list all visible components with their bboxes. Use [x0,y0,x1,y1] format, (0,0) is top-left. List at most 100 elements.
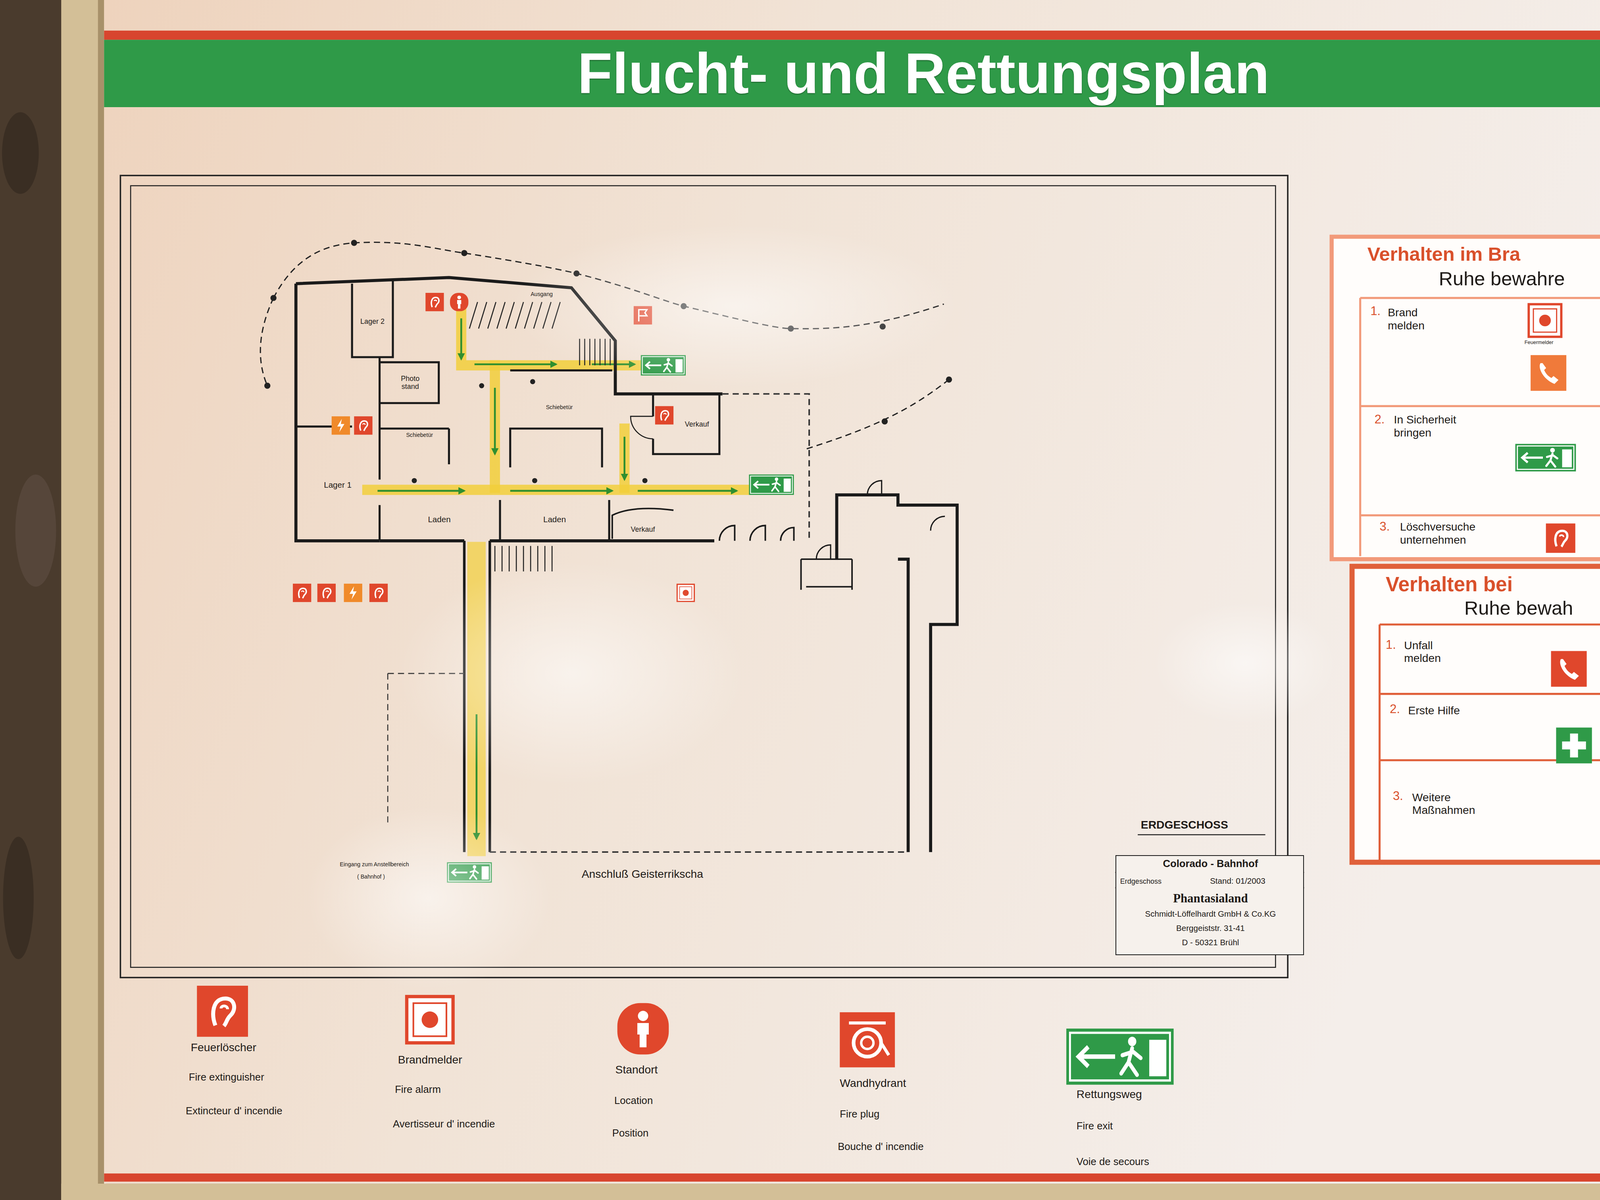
room-label: Lager 2 [360,317,385,326]
room-box: Lager 2 [351,287,393,356]
legend-symbols [196,985,249,1037]
interior-walls [801,559,853,590]
instruction-panel: Verhalten beiRuhe bewah [1351,566,1600,863]
legend-translation: Fire exit [1076,1120,1113,1133]
legend-translation: Bouche d' incendie [837,1140,924,1153]
instruction-panel-graphics [1551,651,1587,687]
glass-glare [510,224,960,388]
legend-text: Feuerlöscher [190,1040,257,1054]
interior-walls [379,362,439,404]
stone-wall [3,836,34,960]
step-text: In Sicherheit bringen [1394,413,1481,439]
picture-frame [61,0,106,1200]
step-number: 1. [1370,303,1381,318]
path-dots [270,294,277,301]
path-dots [461,250,468,256]
pillar-dots [478,383,485,389]
path-dots [946,376,952,383]
title-block: Colorado - BahnhofErdgeschoss Stand: 01/2… [1115,855,1305,956]
building-walls [836,494,958,852]
floor-name: ERDGESCHOSS [1140,818,1229,832]
room-label: Verkauf [684,420,710,429]
route-arrows [623,436,626,480]
plan-title: Flucht- und Rettungsplan [336,40,1511,107]
plan-symbols [344,583,363,602]
title-block-text: Schmidt-Löffelhardt GmbH & Co.KG [1116,909,1306,919]
stone-wall [1,112,39,195]
panel-heading: Verhalten im Bra [1367,242,1521,266]
plan-frame [120,175,1288,978]
panel-subheading: Ruhe bewah [1464,596,1574,620]
step-number: 3. [1392,788,1404,803]
plan-symbols [369,583,388,602]
instruction-panel-graphics [1351,566,1600,863]
title-block-text: Erdgeschoss [1120,877,1162,886]
interior-walls [510,428,602,468]
escape-route [489,365,500,489]
room-label: Lager 1 [323,480,352,490]
legend-text: Rettungsweg [1076,1087,1143,1101]
pillar-dots [411,478,418,484]
room-box: Verkauf [612,518,674,541]
plan-frame [1137,834,1266,836]
picture-frame [98,0,104,1200]
dashed-walls [387,394,908,853]
step-text: Löschversuche unternehmen [1400,520,1492,547]
plan-note: ( Bahnhof ) [357,873,385,880]
stone-wall [15,474,57,587]
room-label: Laden [543,514,566,525]
dashed-walls [722,394,810,539]
route-arrows [510,490,613,493]
legend-translation: Avertisseur d' incendie [392,1118,495,1131]
outdoor-path [260,298,274,386]
picture-frame [61,1183,1600,1200]
legend-symbols [617,1003,670,1055]
pillar-dots [532,478,538,484]
sign-board [103,1173,1600,1182]
step-text: Brand melden [1387,305,1439,332]
plan-symbols [655,405,674,425]
interior-walls [500,500,610,541]
legend-text: Brandmelder [398,1053,463,1067]
legend-translation: Location [614,1094,653,1107]
glass-glare [1153,601,1337,725]
route-arrows [637,490,737,493]
route-arrows [460,318,463,360]
step-number: 1. [1385,637,1397,652]
room-box: Verkauf [675,396,719,454]
step-text: Unfall melden [1403,638,1460,665]
plan-symbols [450,292,469,312]
legend-symbols [839,1012,895,1068]
room-label: Verkauf [630,525,655,534]
interior-walls [351,280,393,358]
plan-symbols [748,474,794,495]
title-block-text: Stand: 01/2003 [1209,876,1266,886]
legend-symbols [406,996,454,1043]
instruction-panel-graphics [1515,444,1577,472]
instruction-panel-graphics [1530,355,1567,391]
room-box: Lager 1 [298,433,378,536]
step-number: 2. [1374,412,1385,427]
legend-translation: Fire plug [839,1108,880,1121]
instruction-panel: Verhalten im BraRuhe bewahre [1331,236,1600,560]
plan-note: Schiebetür [405,431,433,439]
room-box: Laden [380,500,499,539]
glass-glare [305,805,551,990]
sign-board [103,30,1600,40]
dashed-walls [489,851,908,853]
interior-walls [378,357,381,541]
interior-walls [379,428,450,465]
pillar-dots [530,378,536,385]
route-arrows [494,387,497,454]
instruction-panel-graphics [1528,304,1562,337]
sign-board [103,39,1600,108]
instruction-panel-graphics [1546,523,1576,553]
route-arrows [377,490,465,493]
legend-symbols [196,985,1174,1085]
route-arrows [474,363,557,366]
path-dots [351,239,358,246]
title-block-text: Phantasialand [1116,891,1306,906]
title-block-text: Colorado - Bahnhof [1116,857,1306,870]
